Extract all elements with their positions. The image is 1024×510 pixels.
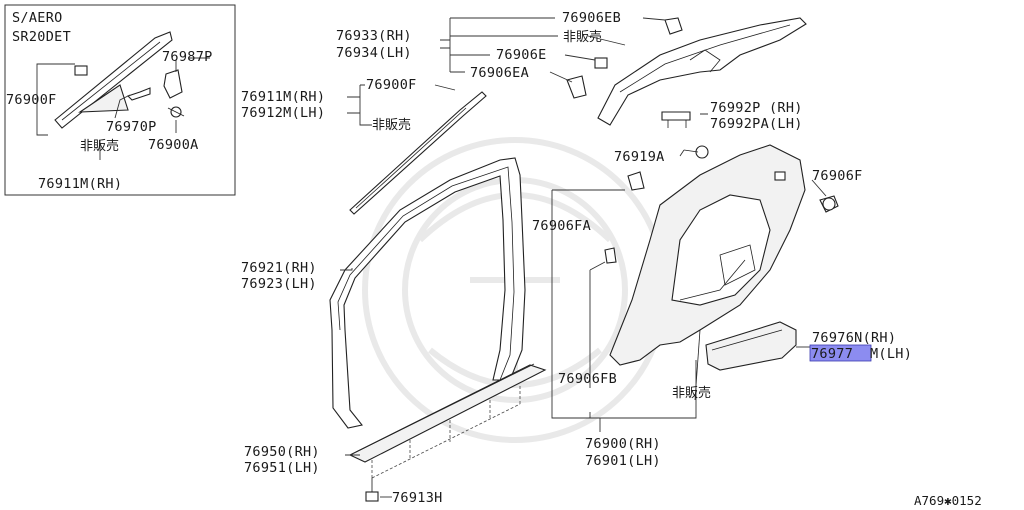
inset-box: S/AERO SR20DET 76987P 76900F 76970P 非販売 …	[4, 4, 236, 196]
part-76951-lh: 76951(LH)	[244, 460, 320, 476]
part-76977M-prefix[interactable]: 76977	[811, 346, 853, 362]
part-76906FB: 76906FB	[558, 371, 617, 387]
part-76976N-rh: 76976N(RH)	[812, 330, 896, 346]
part-76906EA: 76906EA	[470, 65, 529, 81]
rear-trim-leaders	[551, 113, 827, 432]
upper-quarter-trim	[566, 17, 807, 126]
rear-finisher	[705, 321, 810, 371]
part-76977M-suffix: M(LH)	[870, 346, 912, 362]
part-76933-rh: 76933(RH)	[336, 28, 412, 44]
part-76919A: 76919A	[614, 149, 665, 165]
inset-part-76900F: 76900F	[6, 92, 57, 108]
part-76950-rh: 76950(RH)	[244, 444, 320, 460]
inset-part-76987P: 76987P	[162, 49, 213, 65]
inset-part-76900A: 76900A	[148, 137, 199, 153]
inset-not-for-sale: 非販売	[80, 138, 119, 154]
part-76911M-rh: 76911M(RH)	[241, 89, 325, 105]
part-76900-rh: 76900(RH)	[585, 436, 661, 452]
diagram-reference-code: A769✱0152	[914, 493, 982, 508]
not-for-sale-bottom: 非販売	[672, 385, 711, 401]
part-76992PA-lh: 76992PA(LH)	[710, 116, 803, 132]
part-76906FA: 76906FA	[532, 218, 591, 234]
part-76901-lh: 76901(LH)	[585, 453, 661, 469]
rear-side-trim	[604, 111, 839, 401]
inset-part-76911M-rh: 76911M(RH)	[38, 176, 122, 192]
part-76900F: 76900F	[366, 77, 417, 93]
inset-part-76970P: 76970P	[106, 119, 157, 135]
highlight-76977M[interactable]	[809, 344, 872, 362]
part-76906E: 76906E	[496, 47, 547, 63]
not-for-sale-mid: 非販売	[372, 117, 411, 133]
inset-engine-label: SR20DET	[12, 29, 71, 45]
part-76912M-lh: 76912M(LH)	[241, 105, 325, 121]
part-76906EB: 76906EB	[562, 10, 621, 26]
top-leader-lines	[440, 17, 666, 83]
part-76921-rh: 76921(RH)	[241, 260, 317, 276]
part-76934-lh: 76934(LH)	[336, 45, 412, 61]
door-opening-welt	[329, 157, 526, 429]
part-76923-lh: 76923(LH)	[241, 276, 317, 292]
not-for-sale-top: 非販売	[563, 29, 602, 45]
part-76913H: 76913H	[392, 490, 443, 506]
part-76906F: 76906F	[812, 168, 863, 184]
inset-variant-label: S/AERO	[12, 10, 63, 26]
kicking-plate	[345, 363, 547, 502]
part-76992P-rh: 76992P (RH)	[710, 100, 803, 116]
roof-weatherstrip	[347, 84, 487, 215]
